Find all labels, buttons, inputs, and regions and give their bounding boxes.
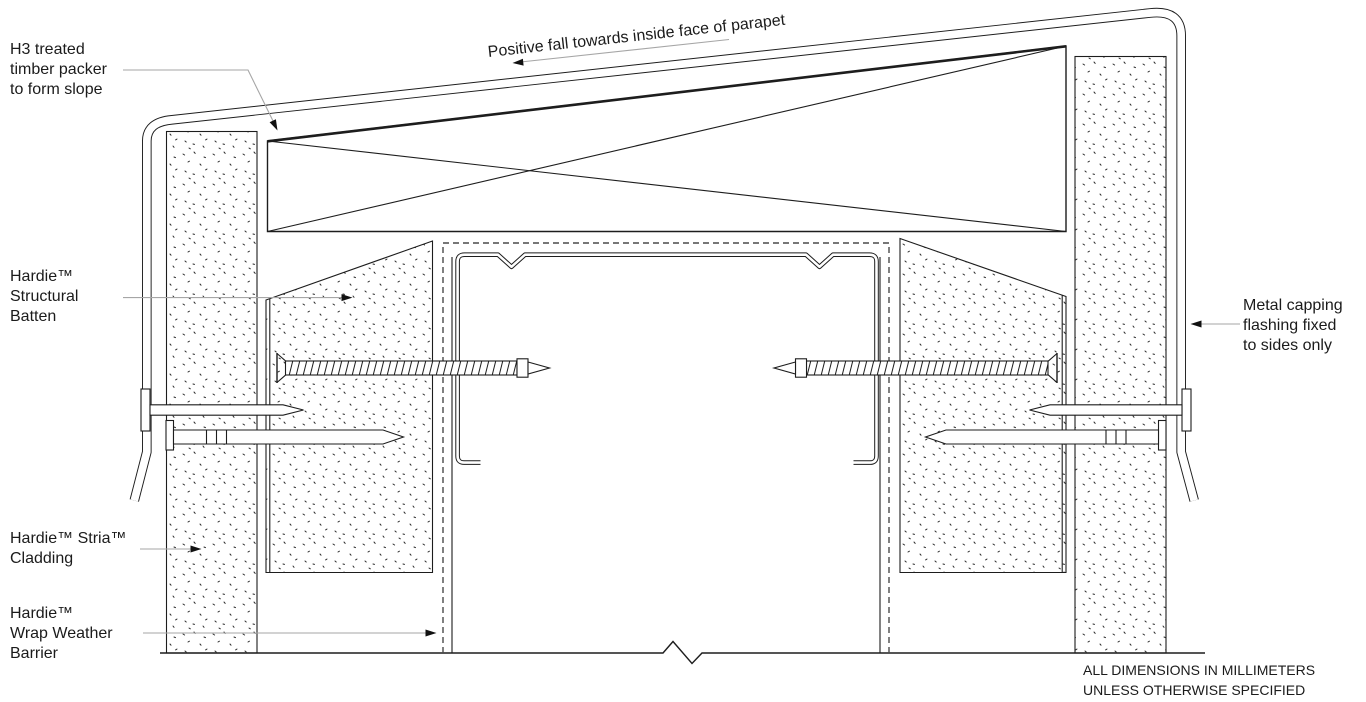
arrow-stria-cladding <box>190 545 202 553</box>
label-line: to form slope <box>10 81 103 98</box>
label-line: H3 treated <box>10 41 85 58</box>
nail-fixings-right <box>923 388 1192 451</box>
label-line: Barrier <box>10 645 59 662</box>
arrow-h3-packer <box>269 119 278 131</box>
metal-capping-flashing <box>129 7 1199 502</box>
structural-batten-right <box>899 237 1067 574</box>
stria-cladding-label: Hardie™ Stria™ Cladding <box>10 529 126 569</box>
structural-batten-label: Hardie™ Structural Batten <box>10 267 78 327</box>
leader-arrowheads <box>190 58 1202 637</box>
cladding-panel-left <box>165 130 258 654</box>
leader-positive-fall <box>515 38 730 64</box>
wall-face-lines <box>451 257 881 653</box>
nail-fixings-left <box>140 388 406 451</box>
note-line: UNLESS OTHERWISE SPECIFIED <box>1083 682 1306 698</box>
arrow-metal-capping <box>1190 320 1202 328</box>
label-line: flashing fixed <box>1243 317 1337 334</box>
label-line: Metal capping <box>1243 297 1343 314</box>
label-line: timber packer <box>10 61 107 78</box>
arrow-wrap-barrier <box>425 629 437 637</box>
note-line: ALL DIMENSIONS IN MILLIMETERS <box>1083 662 1316 678</box>
screw-fixing-left <box>276 353 552 383</box>
dimensions-note: ALL DIMENSIONS IN MILLIMETERS UNLESS OTH… <box>1083 660 1315 700</box>
screw-fixing-right <box>771 353 1058 383</box>
frame-profile <box>455 252 879 465</box>
label-line: to sides only <box>1243 337 1332 354</box>
label-line: Batten <box>10 308 57 325</box>
arrow-positive-fall <box>512 58 524 66</box>
arrow-structural-batten <box>341 294 353 302</box>
wrap-weather-barrier-label: Hardie™ Wrap Weather Barrier <box>10 604 113 664</box>
label-line: Cladding <box>10 550 74 567</box>
metal-capping-label: Metal capping flashing fixed to sides on… <box>1243 296 1343 356</box>
h3-timber-packer-label: H3 treated timber packer to form slope <box>10 40 107 100</box>
weather-barrier-dashed-line <box>442 242 890 653</box>
leader-lines <box>123 38 1240 634</box>
label-line: Structural <box>10 288 79 305</box>
label-line: Hardie™ <box>10 268 74 285</box>
label-line: Hardie™ <box>10 605 74 622</box>
label-line: Hardie™ Stria™ <box>10 530 127 547</box>
cladding-panel-right <box>1074 55 1167 654</box>
leader-h3-packer <box>123 69 276 127</box>
ground-line <box>160 640 1205 665</box>
label-line: Wrap Weather <box>10 625 113 642</box>
timber-packer <box>266 45 1067 233</box>
